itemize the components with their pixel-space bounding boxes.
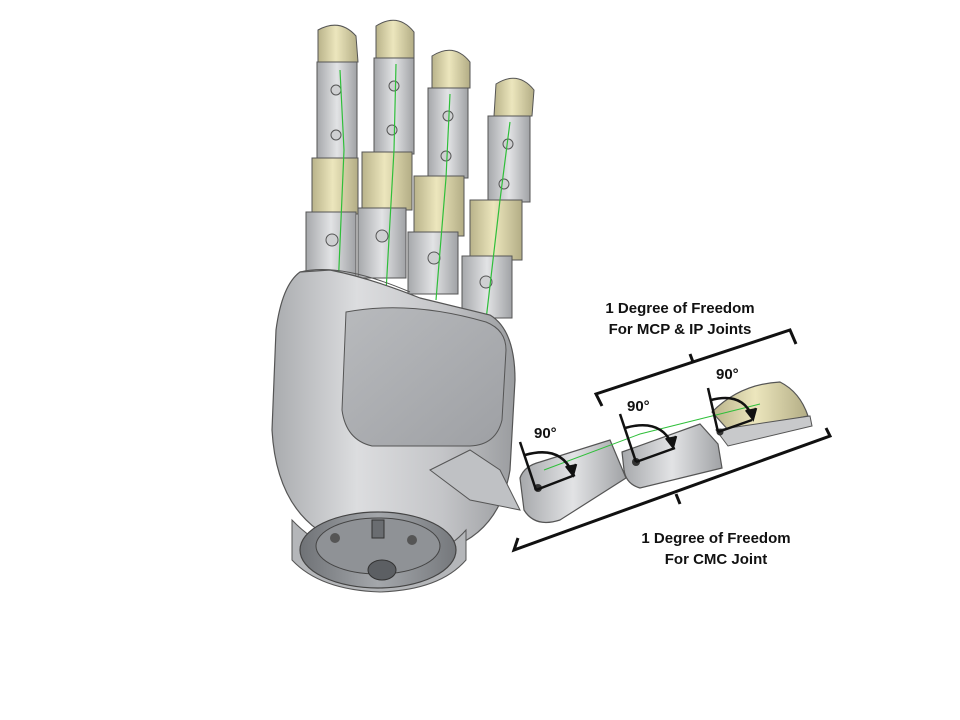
label-mcp-ip: 1 Degree of Freedom For MCP & IP Joints [560,298,800,340]
finger-middle [357,19,415,293]
bracket-mcp-ip [593,328,798,407]
label-cmc-line2: For CMC Joint [664,551,768,568]
palm-shell [271,269,516,552]
label-mcp-ip-line1: 1 Degree of Freedom [605,300,755,317]
label-cmc-line1: 1 Degree of Freedom [641,530,791,547]
bracket-cmc [511,427,833,553]
label-cmc: 1 Degree of Freedom For CMC Joint [596,528,836,570]
angle-label-cmc: 90° [534,425,557,442]
label-mcp-ip-line2: For MCP & IP Joints [608,321,752,338]
finger-index [305,24,359,291]
angle-label-mcp: 90° [627,398,650,415]
wrist-base [291,511,467,593]
angle-indicator-ip [706,387,758,434]
finger-little [461,77,535,321]
angle-label-ip: 90° [716,366,739,383]
thumb [429,381,813,523]
finger-ring [407,49,471,301]
angle-indicator-cmc [518,441,578,492]
angle-indicator-mcp [618,413,678,464]
